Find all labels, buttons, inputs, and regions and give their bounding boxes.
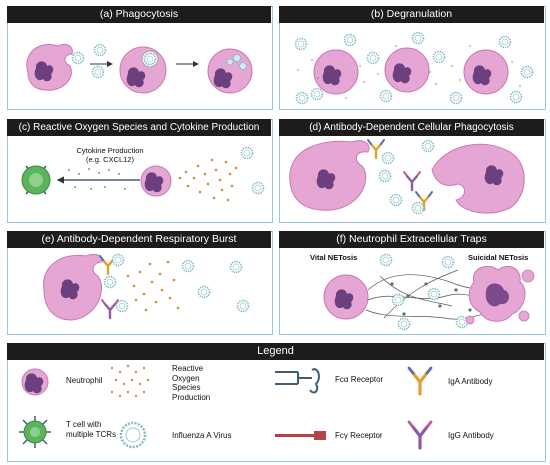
nets-scene	[323, 253, 535, 331]
panel-title-b: (b) Degranulation	[279, 6, 544, 23]
legend-iga-label: IgA Antibody	[448, 377, 493, 386]
legend-ros-line1: Reactive	[172, 364, 204, 373]
legend-virus-label: Influenza A Virus	[172, 431, 232, 440]
tcell-icon	[21, 165, 51, 195]
degranulation-scene	[294, 31, 534, 105]
legend-tcell-icon	[19, 416, 51, 448]
adcp-scene	[289, 138, 525, 215]
panel-title-e: (e) Antibody-Dependent Respiratory Burst	[7, 231, 271, 248]
ros-cytokine-scene	[21, 146, 265, 202]
legend-virus-icon	[119, 421, 147, 449]
panel-title-d: (d) Antibody-Dependent Cellular Phagocyt…	[279, 119, 544, 136]
legend-tcell-line1: T cell with	[66, 420, 102, 429]
legend-fca-receptor-icon	[275, 368, 320, 394]
legend-igg-label: IgG Antibody	[448, 431, 494, 440]
legend-neutrophil-label: Neutrophil	[66, 376, 103, 385]
panel-legend	[7, 343, 546, 462]
panel-title-f: (f) Neutrophil Extracellular Traps	[279, 231, 544, 248]
legend-ros-line4: Production	[172, 392, 211, 402]
respiratory-burst-scene	[43, 253, 250, 321]
legend-fcy-receptor-icon	[275, 431, 326, 440]
vital-netosis-label: Vital NETosis	[310, 253, 358, 262]
cytokine-label: Cytokine Production (e.g. CXCL12)	[70, 146, 150, 164]
legend-ros-line3: Species	[172, 383, 201, 393]
panel-ros-cytokine	[7, 119, 273, 223]
legend-fca-label: Fcα Receptor	[335, 375, 384, 384]
legend-tcell-line2: multiple TCRs	[66, 429, 117, 439]
legend-title: Legend	[7, 343, 544, 360]
suicidal-netosis-label: Suicidal NETosis	[468, 253, 529, 262]
phagocytosis-scene	[26, 43, 253, 94]
legend-ros-label: Reactive Oxygen Species Production	[172, 364, 210, 402]
cytokine-label-line2: (e.g. CXCL12)	[86, 154, 134, 164]
legend-neutrophil-icon	[21, 368, 49, 396]
panel-title-a: (a) Phagocytosis	[7, 6, 271, 23]
cytokine-label-line1: Cytokine Production	[76, 146, 144, 155]
legend-tcell-label: T cell with multiple TCRs	[66, 420, 116, 439]
legend-ros-icon	[110, 364, 150, 398]
legend-igg-icon	[407, 420, 433, 450]
legend-fcy-label: Fcγ Receptor	[335, 431, 383, 440]
legend-ros-line2: Oxygen	[172, 373, 200, 383]
panel-title-c: (c) Reactive Oxygen Species and Cytokine…	[7, 119, 271, 136]
legend-iga-icon	[407, 366, 433, 396]
